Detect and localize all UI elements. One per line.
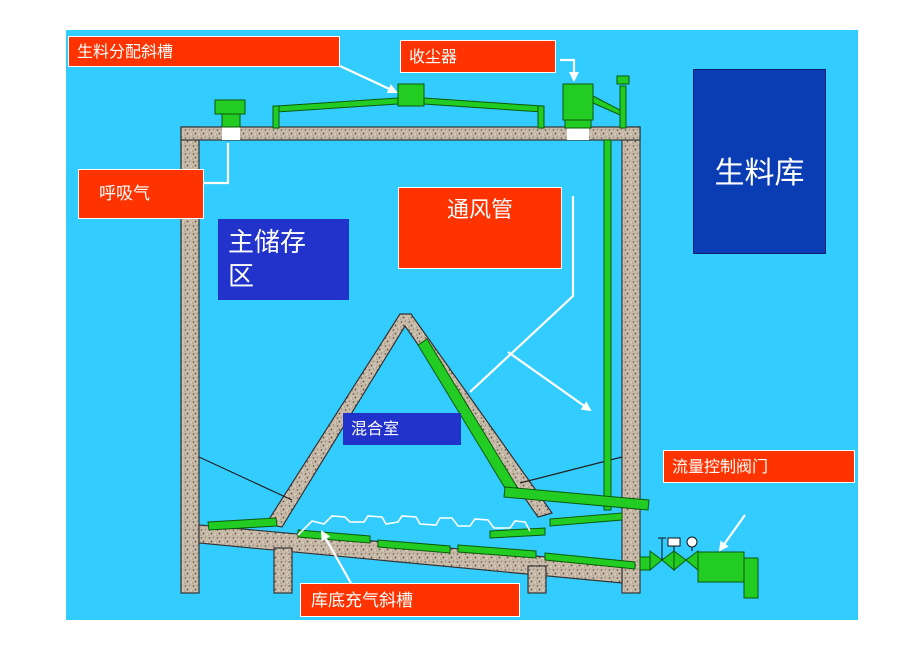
cable-left [198, 456, 293, 501]
breather-cap [214, 99, 246, 128]
breather-port [222, 127, 240, 140]
horizontal-pipe [503, 486, 650, 511]
label-flow-control-valve: 流量控制阀门 [663, 450, 855, 483]
leader-vent-pipe [469, 196, 575, 393]
label-bottom-aeration-chute: 库底充气斜槽 [300, 583, 520, 617]
silo-walls [180, 126, 641, 594]
label-mixing-chamber: 混合室 [343, 413, 461, 445]
right-wall [621, 126, 641, 594]
leader-vent-arrow [507, 351, 592, 412]
dust-collector-port [567, 127, 589, 140]
leader-valve [718, 514, 746, 552]
bottom-chutes [207, 512, 636, 570]
label-silo-title: 生料库 [693, 69, 826, 254]
leader-lines [204, 58, 746, 586]
leader-distribution [339, 65, 398, 94]
diagonal-pipe [417, 338, 518, 494]
support-column-left [273, 547, 293, 594]
label-dust-collector: 收尘器 [400, 40, 556, 73]
main-storage-line1: 主储存 [228, 228, 307, 258]
main-storage-line2: 区 [228, 262, 255, 292]
leader-aeration [321, 530, 353, 586]
floor-lining [297, 515, 531, 536]
label-vent-pipe: 通风管 [398, 187, 562, 269]
leader-breather [204, 143, 230, 185]
distribution-chute [272, 83, 545, 129]
flow-valve [639, 536, 759, 599]
support-column-right [527, 565, 547, 594]
roof-slab [180, 126, 641, 141]
label-breather: 呼吸气 [78, 169, 204, 219]
vent-pipe-vertical [603, 139, 612, 511]
dust-collector [562, 75, 630, 129]
label-distribution-chute: 生料分配斜槽 [68, 36, 340, 67]
label-main-storage: 主储存 区 [218, 219, 349, 300]
leader-dust-collector [560, 58, 579, 82]
